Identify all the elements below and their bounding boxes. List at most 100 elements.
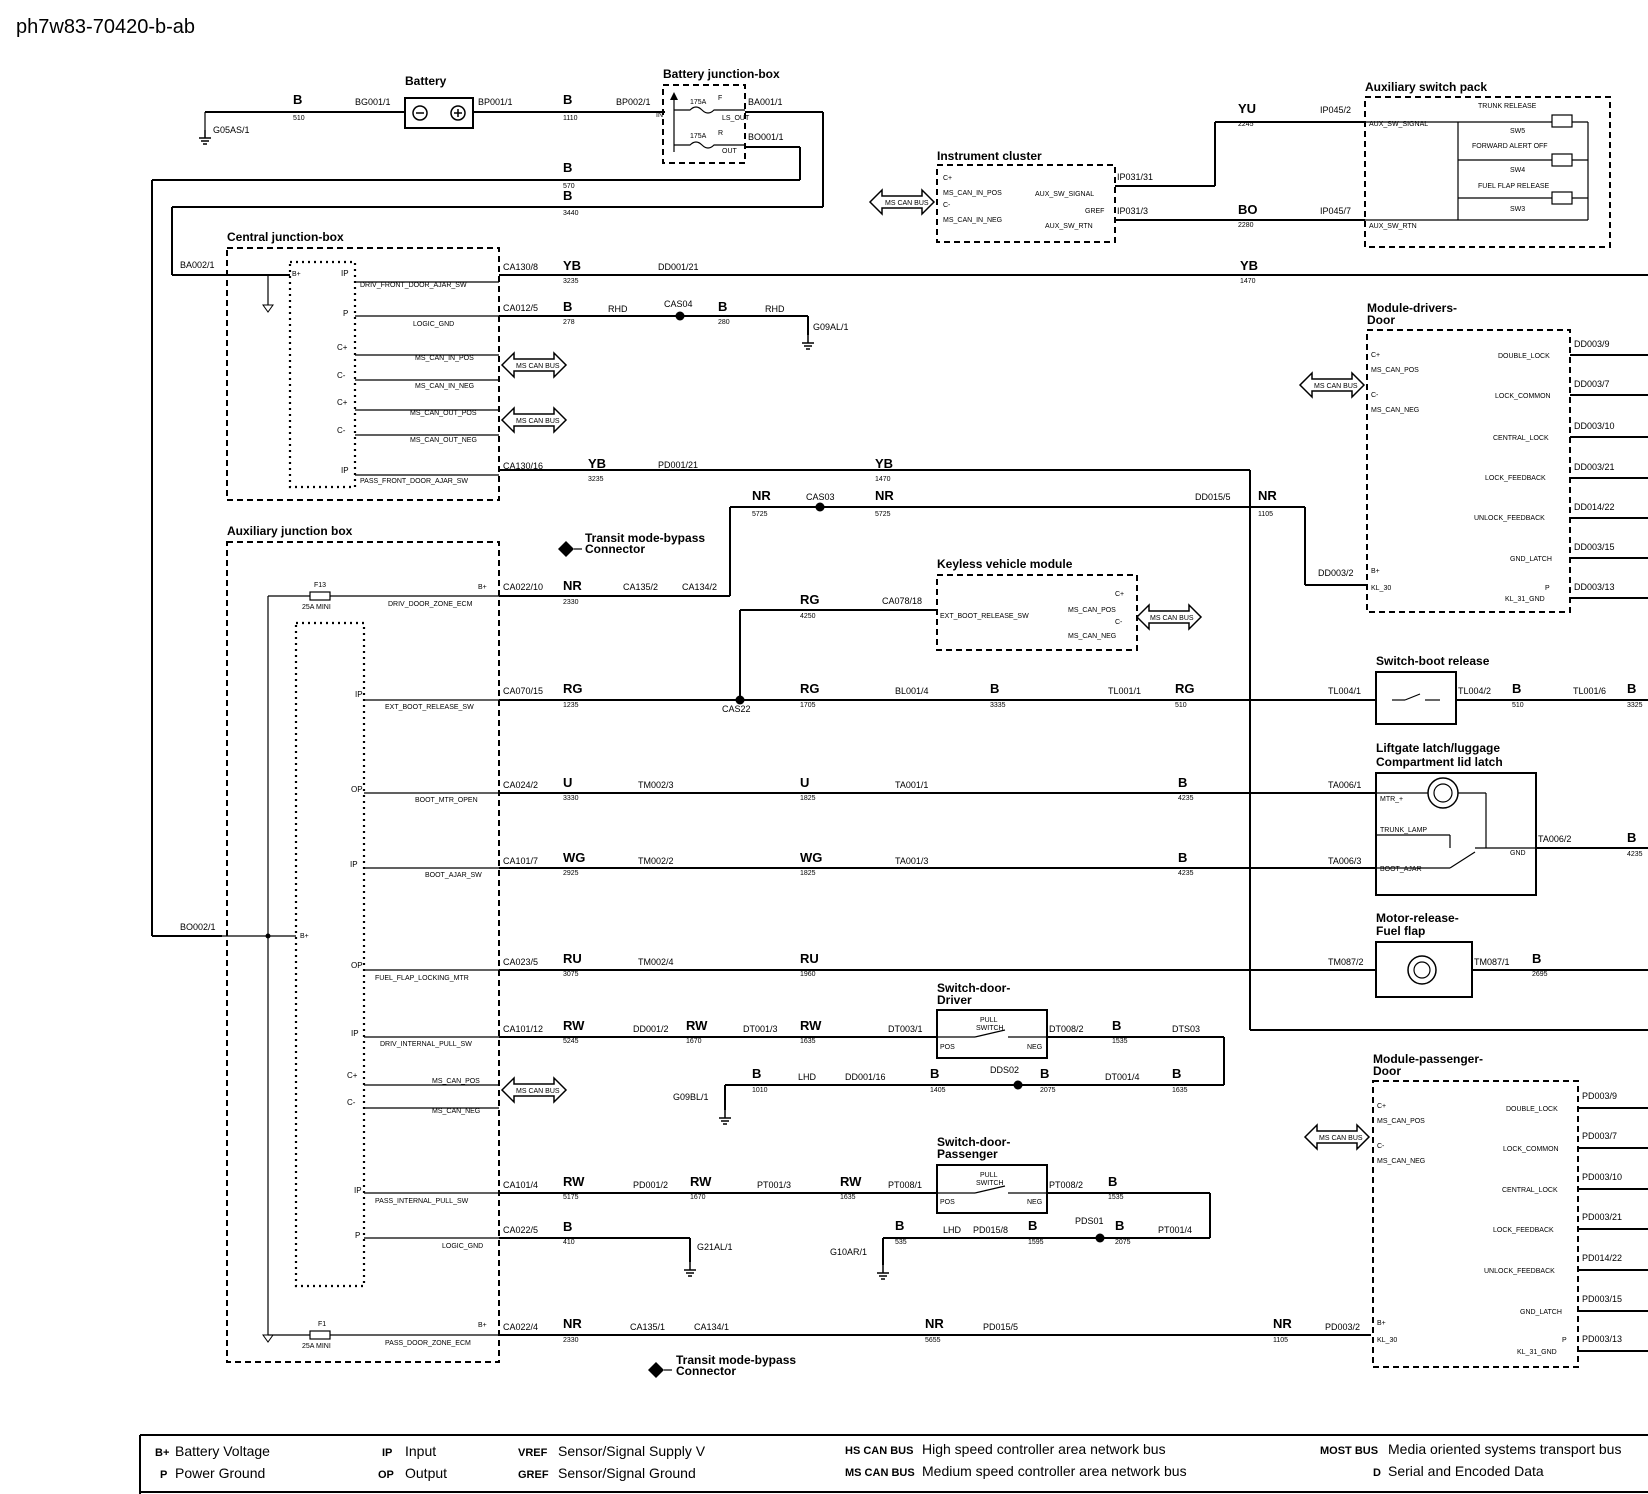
svg-text:B: B: [1115, 1218, 1124, 1233]
svg-text:175A: 175A: [690, 133, 707, 140]
svg-text:FUEL_FLAP_LOCKING_MTR: FUEL_FLAP_LOCKING_MTR: [375, 975, 469, 982]
svg-text:B: B: [1178, 775, 1187, 790]
svg-text:Module-drivers-: Module-drivers-: [1367, 301, 1457, 315]
svg-text:PULL: PULL: [980, 1172, 998, 1179]
svg-text:Media oriented systems transpo: Media oriented systems transport bus: [1388, 1441, 1621, 1457]
svg-text:1235: 1235: [563, 702, 579, 709]
svg-text:PASS_FRONT_DOOR_AJAR_SW: PASS_FRONT_DOOR_AJAR_SW: [360, 478, 468, 485]
svg-text:DT008/2: DT008/2: [1049, 1024, 1084, 1034]
svg-text:MS CAN BUS: MS CAN BUS: [1319, 1135, 1363, 1142]
svg-text:278: 278: [563, 319, 575, 326]
svg-text:DD003/10: DD003/10: [1574, 421, 1615, 431]
svg-text:C+: C+: [1377, 1103, 1386, 1110]
svg-text:CA130/8: CA130/8: [503, 262, 538, 272]
svg-text:3325: 3325: [1627, 702, 1643, 709]
svg-text:MOST BUS: MOST BUS: [1320, 1445, 1378, 1457]
svg-text:WG: WG: [800, 850, 822, 865]
svg-text:DD003/2: DD003/2: [1318, 568, 1354, 578]
svg-text:Module-passenger-: Module-passenger-: [1373, 1052, 1483, 1066]
svg-text:4235: 4235: [1178, 795, 1194, 802]
svg-text:IN: IN: [656, 112, 663, 119]
svg-text:510: 510: [1175, 702, 1187, 709]
svg-text:Medium speed controller area n: Medium speed controller area network bus: [922, 1463, 1187, 1479]
svg-text:Sensor/Signal Supply V: Sensor/Signal Supply V: [558, 1443, 706, 1459]
svg-text:MS_CAN_IN_NEG: MS_CAN_IN_NEG: [943, 217, 1002, 224]
svg-text:C-: C-: [337, 426, 346, 435]
svg-text:C+: C+: [1115, 591, 1124, 598]
svg-text:SW4: SW4: [1510, 167, 1525, 174]
svg-text:P: P: [1562, 1337, 1567, 1344]
svg-text:G10AR/1: G10AR/1: [830, 1247, 867, 1257]
svg-text:TRUNK_LAMP: TRUNK_LAMP: [1380, 827, 1427, 834]
svg-text:MTR_+: MTR_+: [1380, 796, 1403, 803]
svg-text:Compartment lid latch: Compartment lid latch: [1376, 755, 1503, 769]
svg-text:Connector: Connector: [585, 542, 645, 556]
passenger-zone-wire: CA022/4 NR 2330 CA135/1 CA134/1 NR 5655 …: [499, 1316, 1371, 1344]
svg-text:1635: 1635: [800, 1038, 816, 1045]
svg-text:RW: RW: [800, 1018, 822, 1033]
svg-text:IP: IP: [355, 690, 363, 699]
svg-text:CAS22: CAS22: [722, 704, 751, 714]
svg-text:PDS01: PDS01: [1075, 1216, 1104, 1226]
svg-text:VREF: VREF: [518, 1447, 548, 1459]
svg-text:CA130/16: CA130/16: [503, 461, 543, 471]
svg-text:U: U: [563, 775, 572, 790]
svg-text:LS_OUT: LS_OUT: [722, 115, 750, 122]
svg-text:RG: RG: [1175, 681, 1195, 696]
svg-text:1670: 1670: [686, 1038, 702, 1045]
svg-text:MS_CAN_IN_POS: MS_CAN_IN_POS: [943, 190, 1002, 197]
svg-text:5655: 5655: [925, 1337, 941, 1344]
svg-text:1825: 1825: [800, 870, 816, 877]
svg-text:MS_CAN_POS: MS_CAN_POS: [432, 1078, 480, 1085]
boot-release-circuit: CA070/15 RG 1235 CAS22 RG 1705 BL001/4 B…: [499, 654, 1648, 725]
svg-text:AUX_SW_RTN: AUX_SW_RTN: [1045, 223, 1093, 230]
svg-text:CENTRAL_LOCK: CENTRAL_LOCK: [1502, 1187, 1558, 1194]
svg-text:B: B: [1172, 1066, 1181, 1081]
transit-connectors: Transit mode-bypass Connector Transit mo…: [558, 531, 796, 1378]
auxiliary-switch-pack: Auxiliary switch pack AUX_SW_SIGNAL AUX_…: [1364, 80, 1611, 248]
svg-text:5175: 5175: [563, 1194, 579, 1201]
svg-text:BO001/1: BO001/1: [748, 132, 784, 142]
svg-text:IP031/31: IP031/31: [1117, 172, 1153, 182]
svg-text:5725: 5725: [875, 511, 891, 518]
battery-title: Battery: [405, 74, 447, 88]
svg-text:G09AL/1: G09AL/1: [813, 322, 849, 332]
svg-text:RHD: RHD: [765, 304, 785, 314]
svg-text:B+: B+: [1377, 1320, 1386, 1327]
svg-text:Serial and Encoded Data: Serial and Encoded Data: [1388, 1463, 1544, 1479]
svg-text:2280: 2280: [1238, 222, 1254, 229]
svg-text:CA078/18: CA078/18: [882, 596, 922, 606]
svg-text:NR: NR: [752, 488, 771, 503]
svg-text:2695: 2695: [1532, 971, 1548, 978]
module-drivers-door: Module-drivers- Door MS CAN BUS C+ MS_CA…: [1299, 301, 1648, 613]
svg-text:D: D: [1373, 1467, 1381, 1479]
svg-text:535: 535: [895, 1239, 907, 1246]
svg-text:CA101/4: CA101/4: [503, 1180, 538, 1190]
svg-text:DD003/21: DD003/21: [1574, 462, 1615, 472]
svg-text:NR: NR: [1273, 1316, 1292, 1331]
svg-text:BO002/1: BO002/1: [180, 922, 216, 932]
svg-text:OP: OP: [351, 785, 363, 794]
keyless-vehicle-module: Keyless vehicle module EXT_BOOT_RELEASE_…: [739, 557, 1202, 700]
svg-text:PT001/4: PT001/4: [1158, 1225, 1192, 1235]
svg-text:NR: NR: [925, 1316, 944, 1331]
svg-text:LHD: LHD: [943, 1225, 962, 1235]
svg-text:GND: GND: [1510, 850, 1526, 857]
svg-text:G09BL/1: G09BL/1: [673, 1092, 709, 1102]
svg-text:570: 570: [563, 183, 575, 190]
svg-text:R: R: [718, 130, 723, 137]
svg-text:EXT_BOOT_RELEASE_SW: EXT_BOOT_RELEASE_SW: [385, 704, 474, 711]
svg-text:YB: YB: [1240, 258, 1258, 273]
svg-text:BL001/4: BL001/4: [895, 686, 929, 696]
svg-text:3075: 3075: [563, 971, 579, 978]
svg-text:C+: C+: [1371, 352, 1380, 359]
svg-text:IP: IP: [351, 1029, 359, 1038]
svg-text:High speed controller area net: High speed controller area network bus: [922, 1441, 1166, 1457]
svg-text:Switch-door-: Switch-door-: [937, 1135, 1010, 1149]
svg-text:FUEL FLAP RELEASE: FUEL FLAP RELEASE: [1478, 183, 1550, 190]
svg-text:RG: RG: [800, 592, 820, 607]
svg-text:Power Ground: Power Ground: [175, 1465, 265, 1481]
svg-text:TM087/1: TM087/1: [1474, 957, 1510, 967]
svg-text:MS_CAN_OUT_POS: MS_CAN_OUT_POS: [410, 410, 477, 417]
svg-text:B: B: [1532, 951, 1541, 966]
